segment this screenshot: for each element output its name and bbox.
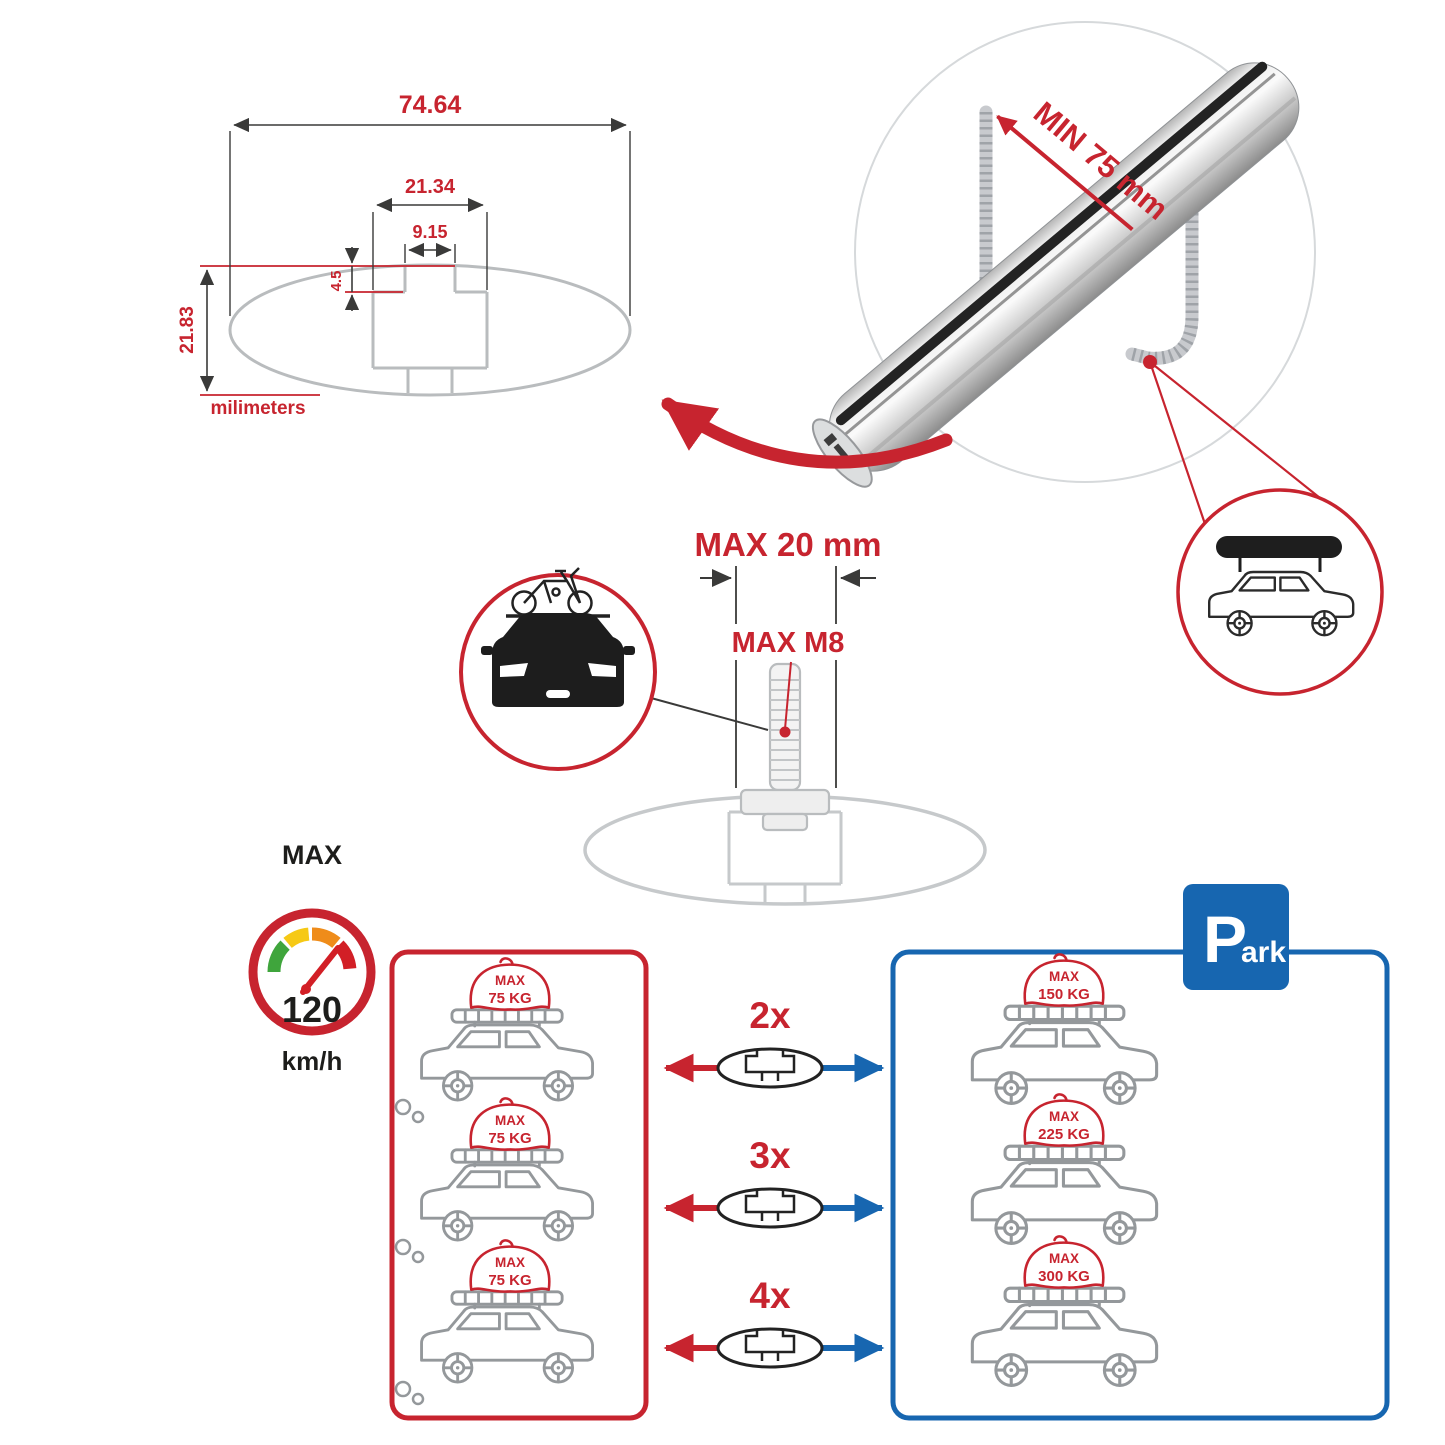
bar-profile-ellipse: [228, 263, 632, 397]
bike-car-badge: [459, 567, 769, 771]
max-length-label: MAX 20 mm: [694, 526, 881, 563]
suv-icon: [420, 1023, 594, 1102]
load-max-label: MAX: [495, 1113, 525, 1128]
bar-cross-section-profile: [744, 1049, 796, 1081]
car-front-icon: [481, 613, 635, 707]
thread-callout-line: [784, 661, 792, 730]
load-value: 75 KG: [488, 1130, 531, 1147]
roof-basket-icon: [1003, 1286, 1126, 1308]
bar-count-label: 3x: [749, 1135, 791, 1176]
load-value: 225 KG: [1038, 1126, 1090, 1143]
speed-max-label: MAX: [282, 840, 342, 870]
thread-callout-dot: [779, 726, 791, 738]
units-label: milimeters: [210, 398, 305, 419]
headlight-left: [500, 663, 528, 677]
extension-lines: [229, 131, 631, 316]
red-extension-lines: [200, 265, 455, 396]
load-max-label: MAX: [1049, 1251, 1079, 1266]
bar-cross-section-icon: [716, 1327, 824, 1369]
driving-panel-border: [389, 949, 649, 1421]
max-thread-label: MAX M8: [732, 627, 845, 659]
bolt-extension-lines: [735, 566, 837, 788]
bar-count-label: 4x: [749, 1275, 791, 1316]
driving-load-panel: MAX 75 KG MAX 75 KG MAX 75 KG: [389, 949, 649, 1421]
load-value: 75 KG: [488, 1272, 531, 1289]
speed-value: 120: [282, 989, 342, 1030]
roof-box-icon: [1216, 536, 1342, 558]
car-badge-circle: [1176, 488, 1384, 696]
roofbox-car-badge: [1176, 488, 1384, 696]
suv-icon: [970, 1303, 1159, 1387]
load-max-label: MAX: [1049, 1109, 1079, 1124]
callout-lines: [1148, 361, 1331, 525]
roof-basket-icon: [450, 1008, 564, 1028]
bar-cross-section-icon: [716, 1047, 824, 1089]
speedometer-icon: [248, 908, 376, 1036]
load-value: 300 KG: [1038, 1268, 1090, 1285]
dim-total-height: 21.83: [177, 306, 198, 354]
dim-slot-width: 9.15: [412, 222, 447, 242]
roof-box-mounts: [1238, 558, 1322, 572]
park-sign-rest: ark: [1241, 936, 1286, 969]
bar-zoom-circle: MIN 75 mm: [661, 21, 1331, 525]
suv-icon: [420, 1305, 594, 1384]
label-backplate: [718, 624, 858, 660]
parked-panel-border: [890, 949, 1390, 1421]
dim-total-width: 74.64: [399, 91, 462, 119]
grille: [546, 690, 570, 698]
load-value: 75 KG: [488, 990, 531, 1007]
exhaust-swirl-icon: [394, 1098, 425, 1124]
bar-count-arrows: 2x 3x 4x: [663, 995, 885, 1369]
speed-limit-gauge: MAX 120 km/h: [248, 840, 376, 1076]
roof-basket-icon: [1003, 1144, 1126, 1166]
min-clamp-arrow: [996, 114, 1134, 232]
roof-basket-icon: [450, 1290, 564, 1310]
t-slot-profile-lines: [371, 266, 489, 393]
load-value: 150 KG: [1038, 986, 1090, 1003]
roof-basket-icon: [1003, 1004, 1126, 1026]
crossbar-render: [811, 61, 1300, 488]
dim-cavity-width: 21.34: [405, 176, 456, 198]
cross-section-dimension-diagram: 74.64 21.34 9.15 4.5 21.83 milimeters: [177, 91, 632, 419]
bar-cross-section-profile: [744, 1329, 796, 1361]
suv-icon: [970, 1161, 1159, 1245]
bar-cross-section-icon: [716, 1187, 824, 1229]
load-max-label: MAX: [495, 973, 525, 988]
exhaust-swirl-icon: [394, 1238, 425, 1264]
bar-count-label: 2x: [749, 995, 791, 1036]
badge-connector-line: [650, 697, 769, 731]
speed-unit: km/h: [282, 1046, 343, 1076]
dim-lip-depth: 4.5: [328, 271, 345, 292]
dimension-arrows: [199, 117, 627, 392]
park-sign-initial: P: [1203, 902, 1247, 976]
park-sign-plate: [1183, 884, 1289, 990]
load-max-label: MAX: [495, 1255, 525, 1270]
parked-load-panel: MAX 150 KG MAX 225 KG MAX 300 KG P ark: [890, 884, 1390, 1421]
exhaust-swirl-icon: [394, 1380, 425, 1406]
park-sign: P ark: [1183, 884, 1289, 990]
bolt-icon: [739, 662, 831, 832]
bolt-spec-diagram: MAX 20 mm MAX M8: [583, 526, 987, 906]
bar-cross-section-profile: [744, 1189, 796, 1221]
roof-basket-icon: [450, 1148, 564, 1168]
zoom-pointer-arrow: [661, 397, 953, 469]
headlight-right: [588, 663, 616, 677]
suv-icon: [970, 1021, 1159, 1105]
suv-icon: [420, 1163, 594, 1242]
load-max-label: MAX: [1049, 969, 1079, 984]
